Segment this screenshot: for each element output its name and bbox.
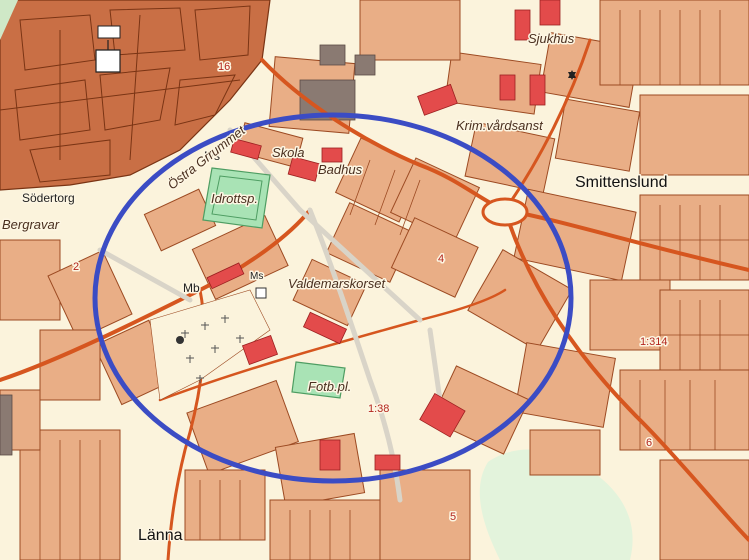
label-number-4: 4 [438, 253, 444, 265]
sports-field-fotbollsplan [291, 361, 346, 399]
label-skola: Skola [272, 145, 305, 160]
label-ms-mid: Ms [250, 271, 263, 282]
label-valdemarskorset: Valdemarskorset [288, 276, 386, 291]
lot-lines [39, 10, 749, 560]
label-sodertorg: Södertorg [22, 191, 75, 205]
label-ms-top: Ms [204, 149, 220, 163]
label-number-16: 16 [218, 61, 230, 73]
label-mb: Mb [183, 281, 200, 295]
label-ratio-138: 1:38 [368, 403, 389, 415]
old-town-building [97, 25, 121, 39]
label-krim-vardsanst: Krim.vårdsanst [456, 118, 544, 133]
canal [0, 0, 18, 40]
park-area [479, 449, 633, 560]
label-number-5: 5 [450, 511, 456, 523]
label-lanna: Länna [138, 527, 183, 544]
cemetery-area [149, 289, 271, 401]
roundabout [481, 197, 529, 227]
sports-field-idrottsplats [202, 167, 271, 229]
label-number-6: 6 [646, 437, 652, 449]
label-badhus: Badhus [318, 162, 363, 177]
label-ratio-1314: 1:314 [640, 336, 668, 348]
label-fotb-pl: Fotb.pl. [308, 379, 351, 394]
public-buildings [206, 0, 561, 471]
ms-building [255, 287, 267, 299]
church-icon [95, 40, 121, 73]
label-sjukhus: Sjukhus [528, 31, 575, 46]
label-idrottsp: Idrottsp. [211, 191, 258, 206]
cemetery-chapel-icon [176, 336, 184, 344]
label-number-2: 2 [73, 261, 79, 273]
cemetery-crosses [181, 315, 244, 383]
old-town-blocks [0, 5, 251, 183]
highlight-ellipse [92, 112, 574, 484]
label-bergravar: Bergravar [2, 217, 60, 232]
track-inner [211, 175, 263, 221]
old-town-area [0, 0, 271, 191]
label-smittenslund: Smittenslund [575, 174, 668, 191]
star-icon [568, 70, 576, 80]
